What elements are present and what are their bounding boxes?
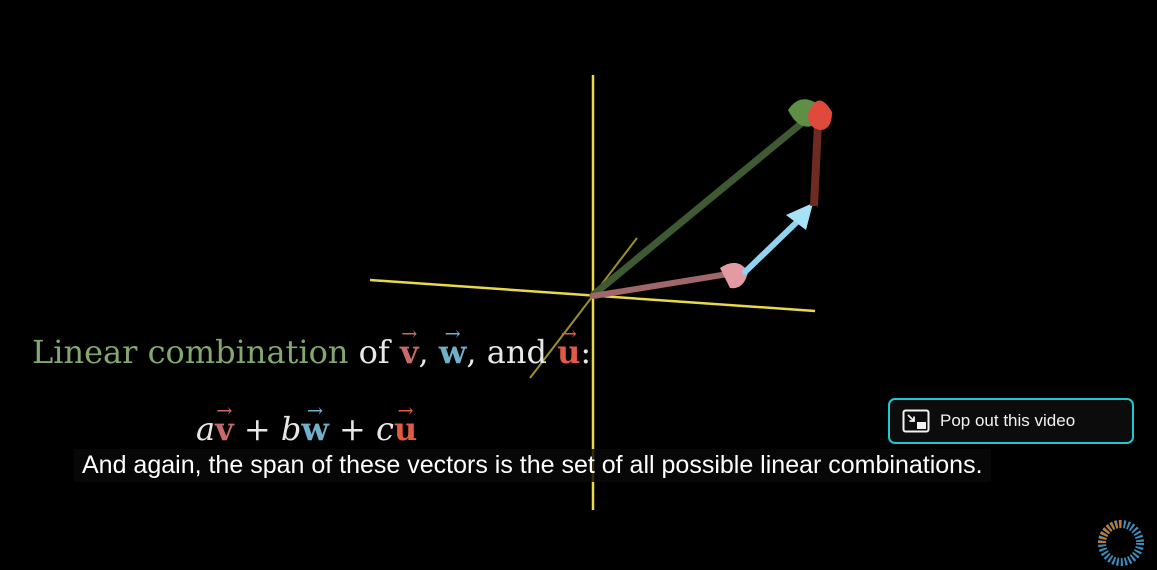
plus-sign: + (339, 410, 366, 448)
picture-in-picture-icon (902, 409, 930, 433)
coef-a: a (196, 410, 216, 448)
vector-u (808, 100, 832, 207)
y-axis (529, 237, 638, 379)
coef-b: b (280, 410, 302, 448)
vector-w (742, 203, 813, 275)
colon-text: : (580, 333, 592, 371)
pop-out-video-button[interactable]: Pop out this video (888, 398, 1134, 444)
expr-vector-v: v (215, 399, 234, 448)
plus-sign: + (243, 410, 271, 448)
vector-w-symbol: w (439, 322, 467, 371)
video-caption: And again, the span of these vectors is … (74, 449, 991, 482)
linear-combination-label: Linear combination (32, 333, 349, 371)
vector-v-symbol: v (400, 322, 419, 371)
and-text: , and (466, 333, 547, 371)
coef-c: c (376, 410, 394, 448)
expr-vector-w: w (301, 399, 329, 448)
vector-v (590, 262, 748, 299)
comma-text: , (418, 333, 429, 371)
loading-spinner-icon (1098, 520, 1144, 566)
expr-vector-u: u (394, 399, 418, 448)
of-text: of (358, 333, 390, 371)
formula-heading: Linear combination of v, w, and u: (32, 322, 592, 371)
pop-out-label: Pop out this video (940, 411, 1076, 430)
sum-vector (589, 99, 818, 299)
formula-expression: av + bw + cu (196, 399, 418, 448)
vector-u-symbol: u (557, 322, 581, 371)
